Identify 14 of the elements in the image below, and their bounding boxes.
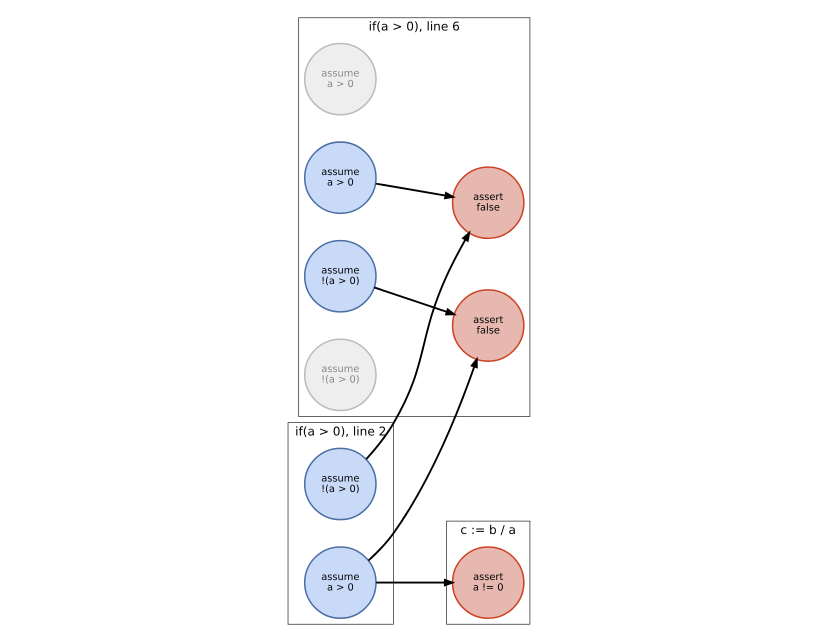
node-circle: assert false [451,289,524,362]
node-circle: assume !(a > 0) [303,448,376,520]
arrow [365,230,470,460]
node-circle: assume a > 0 [303,141,376,214]
node-circle: assume a > 0 [303,546,376,619]
arrow [375,182,456,200]
node-circle: assert false [451,166,524,240]
arrow [367,356,478,562]
arrow [376,578,455,587]
arrow [374,286,456,316]
node-circle: assume !(a > 0) [303,338,376,412]
node-circle: assume a > 0 [303,42,376,116]
node-circle: assume !(a > 0) [303,240,376,313]
node-circle: assert a != 0 [451,546,524,619]
